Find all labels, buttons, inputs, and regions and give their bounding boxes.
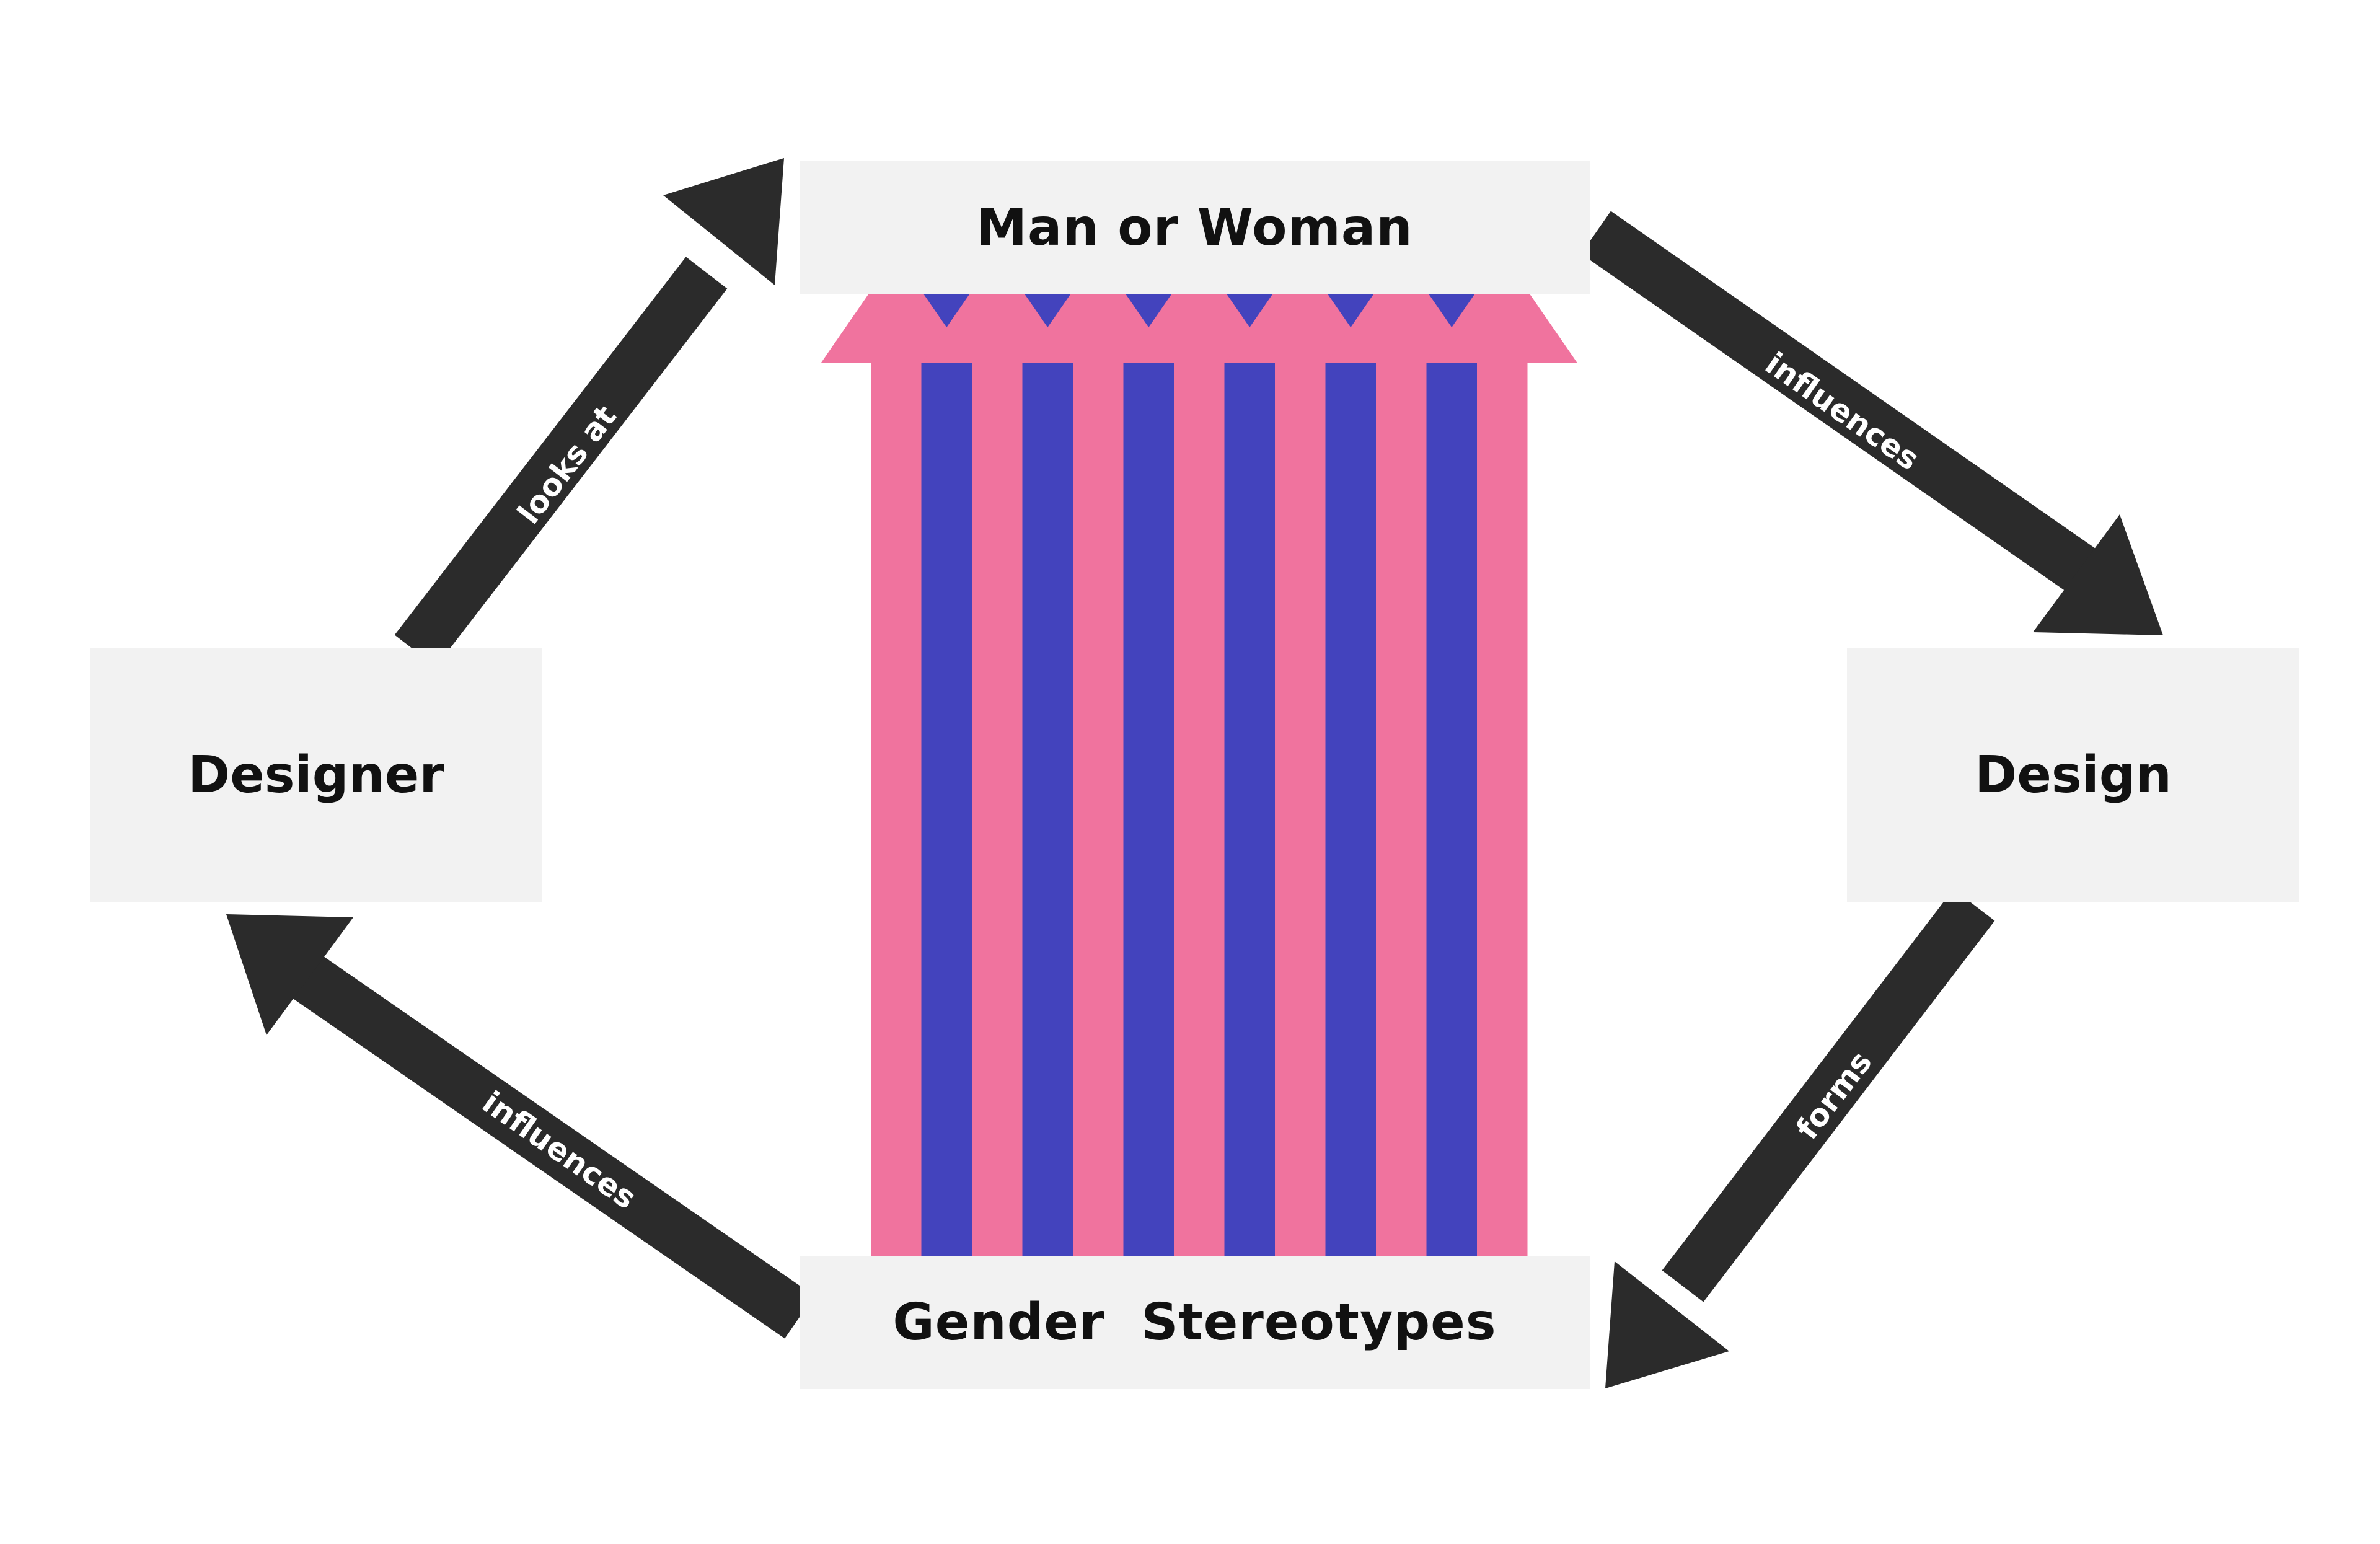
pink-arrow-stripe	[1326, 254, 1476, 1258]
pink-arrow-stripe	[1023, 254, 1173, 1258]
pink-arrow-stripe	[1124, 254, 1274, 1258]
pink-arrow-stripe	[922, 254, 1072, 1258]
node-man-or-woman-label: Man or Woman	[976, 198, 1413, 257]
edge-influences-bottom: influences	[226, 914, 814, 1339]
node-designer: Designer	[90, 648, 542, 902]
edge-influences-top-shaft	[1581, 211, 2100, 595]
edge-influences-bottom-arrowhead	[226, 914, 353, 1035]
pink-arrow-stripe	[821, 254, 971, 1258]
edge-looks-at-shaft	[394, 257, 728, 667]
node-gender-stereotypes-label: Gender Stereotypes	[892, 1293, 1497, 1352]
gender-stripes	[821, 254, 1577, 1258]
node-design-label: Design	[1975, 745, 2172, 805]
pink-arrow-stripe	[1427, 254, 1577, 1258]
edge-influences-top: influences	[1581, 211, 2163, 635]
node-gender-stereotypes: Gender Stereotypes	[800, 1256, 1590, 1389]
node-designer-label: Designer	[188, 745, 444, 805]
edge-looks-at: looks at	[394, 158, 784, 667]
node-man-or-woman: Man or Woman	[800, 161, 1590, 294]
edge-forms-arrowhead	[1605, 1261, 1729, 1388]
edge-forms: forms	[1605, 889, 1995, 1388]
pink-arrow-stripe	[1225, 254, 1375, 1258]
edge-forms-shaft	[1662, 889, 1995, 1302]
edge-influences-bottom-shaft	[283, 948, 814, 1339]
edge-influences-top-arrowhead	[2033, 514, 2163, 635]
node-design: Design	[1847, 648, 2299, 902]
edge-influences-top-label: influences	[1759, 345, 1926, 477]
edge-looks-at-arrowhead	[663, 158, 784, 285]
edge-influences-bottom-label: influences	[476, 1084, 643, 1216]
